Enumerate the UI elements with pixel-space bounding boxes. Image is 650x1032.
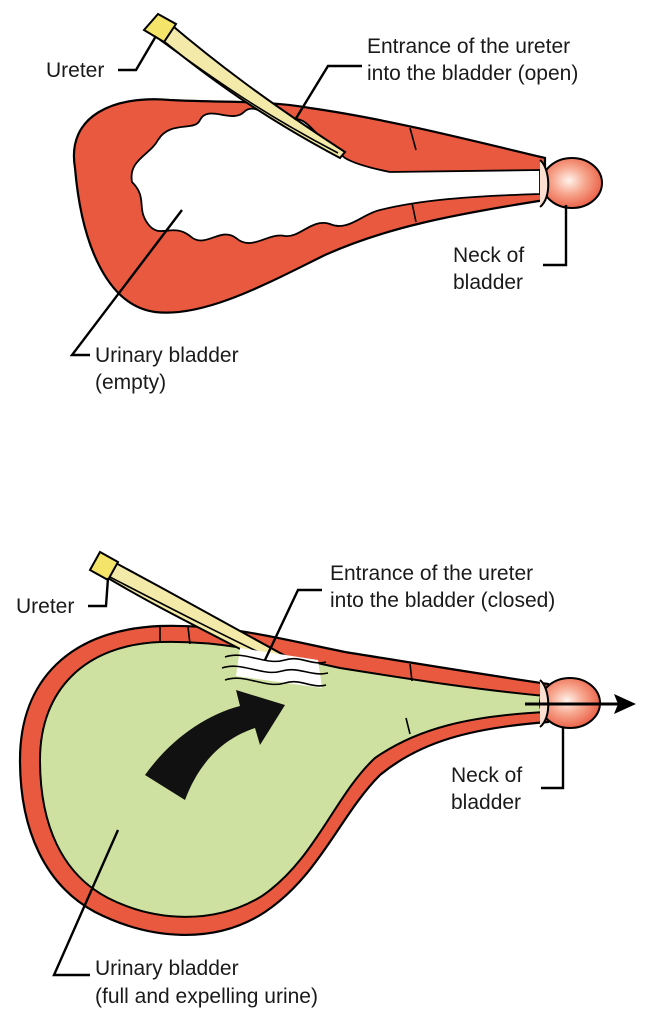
ureter-tip-bottom	[88, 550, 120, 582]
neck-ring-top	[539, 159, 550, 208]
leader-entrance-top	[293, 64, 362, 121]
ureter-lumen-line	[159, 39, 339, 154]
bladder-neck-top	[541, 157, 603, 209]
wall-mark	[405, 717, 411, 735]
urine-fill	[38, 640, 546, 918]
ureter-label-top: Ureter	[46, 59, 104, 82]
leader-ureter-top	[118, 35, 158, 72]
outflow-arrow-head	[614, 694, 636, 714]
bladder-label-bottom-line1: Urinary bladder	[95, 957, 239, 980]
leader-neck-top	[543, 205, 568, 267]
entrance-label-top-line2: into the bladder (open)	[367, 62, 578, 85]
ureter-label-bottom: Ureter	[16, 595, 74, 618]
neck-label-top-line2: bladder	[453, 271, 523, 294]
closed-fold-1	[224, 654, 327, 664]
ureter-tip-top	[142, 12, 178, 44]
bladder-label-top-line1: Urinary bladder	[95, 344, 239, 367]
entrance-label-top-line1: Entrance of the ureter	[367, 35, 570, 58]
ureter-top	[148, 20, 347, 160]
leader-entrance-bottom	[263, 588, 322, 661]
leader-neck-bottom	[541, 728, 565, 790]
wall-mark	[411, 202, 417, 223]
urine-flow-arrow-icon	[145, 690, 285, 800]
closed-fold-2	[221, 665, 329, 675]
wall-mark	[187, 626, 191, 645]
bladder-label-bottom-line2: (full and expelling urine)	[95, 985, 318, 1008]
entrance-label-bottom-line2: into the bladder (closed)	[330, 589, 555, 612]
neck-label-bottom-line1: Neck of	[451, 764, 522, 787]
bladder-lumen-empty	[130, 107, 541, 244]
neck-label-top-line1: Neck of	[453, 244, 524, 267]
wall-mark	[409, 663, 413, 682]
bottom-panel: Ureter Entrance of the ureter into the b…	[16, 550, 636, 1008]
neck-label-bottom-line2: bladder	[451, 791, 521, 814]
leader-bladder-bottom	[52, 829, 120, 977]
leader-bladder-top	[69, 209, 183, 357]
top-panel: Ureter Entrance of the ureter into the b…	[46, 12, 603, 394]
bladder-label-top-line2: (empty)	[95, 371, 166, 394]
closed-fold-3	[224, 677, 327, 687]
leader-ureter-bottom	[88, 577, 110, 608]
entrance-label-bottom-line1: Entrance of the ureter	[330, 562, 533, 585]
wall-mark	[409, 127, 417, 151]
